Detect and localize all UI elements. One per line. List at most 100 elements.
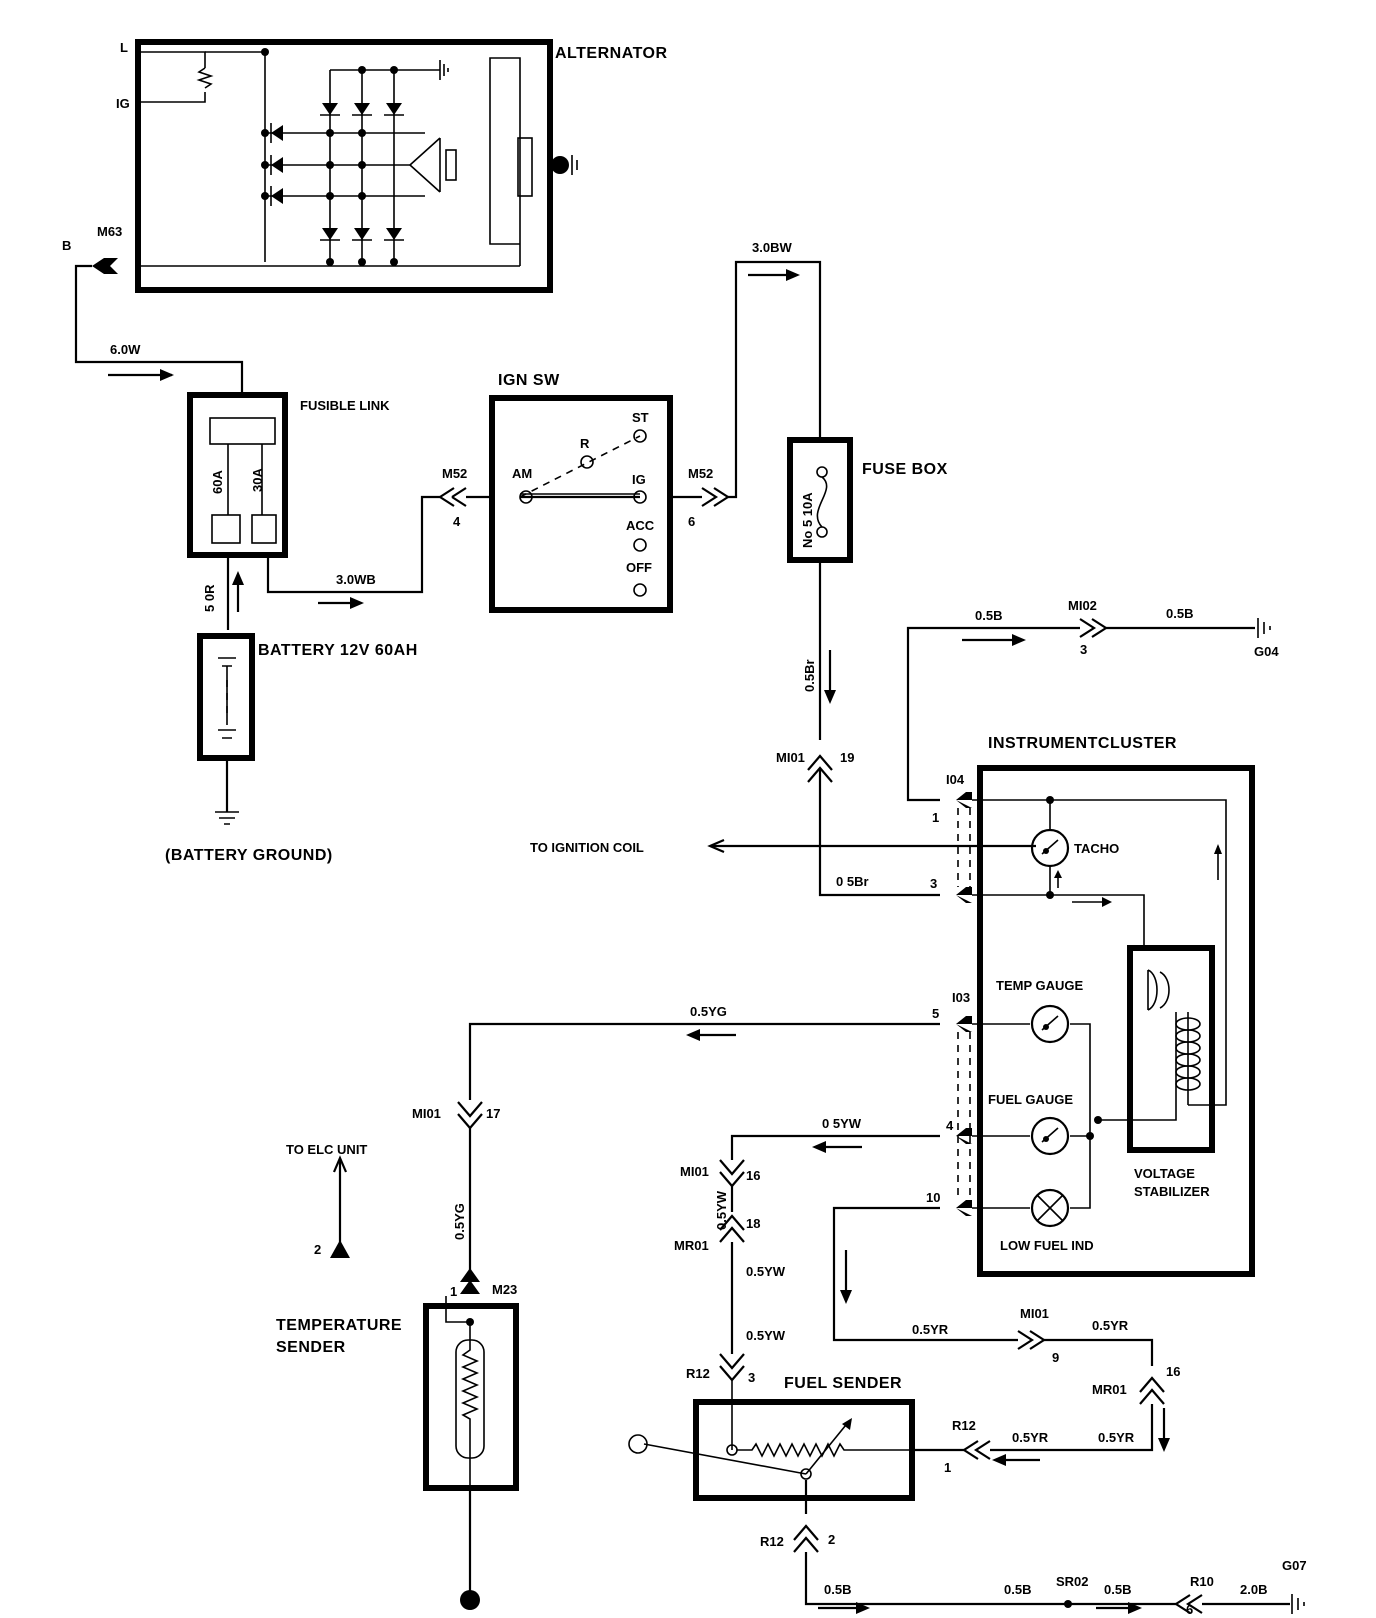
connector-m52-right: M52 (688, 466, 713, 481)
connector-r12-3: R12 (686, 1366, 710, 1381)
wire-0-5br-h: 0 5Br (836, 874, 869, 889)
to-ignition-coil: TO IGNITION COIL (530, 840, 644, 855)
diode-top-row (320, 103, 404, 116)
connector-r12-2-pin: 2 (828, 1532, 835, 1547)
connector-m52-left-pin: 4 (453, 514, 461, 529)
sw-ig: IG (632, 472, 646, 487)
voltage-stabilizer-1: VOLTAGE (1134, 1166, 1195, 1181)
connector-i03-pin10: 10 (926, 1190, 940, 1205)
low-fuel-ind-label: LOW FUEL IND (1000, 1238, 1094, 1253)
wire-2-0b: 2.0B (1240, 1582, 1267, 1597)
connector-r10: R10 (1190, 1574, 1214, 1589)
connector-r12-1: R12 (952, 1418, 976, 1433)
connector-m23-icon (460, 1268, 480, 1294)
temperature-sender: TEMPERATURE SENDER (276, 1296, 519, 1610)
connector-sr02: SR02 (1056, 1574, 1089, 1589)
connector-mi01-17-pin: 17 (486, 1106, 500, 1121)
wire-0-5b-e: 0.5B (1104, 1582, 1131, 1597)
connector-r12-3-pin: 3 (748, 1370, 755, 1385)
temp-gauge-label: TEMP GAUGE (996, 978, 1083, 993)
fuel-sender: FUEL SENDER (628, 1375, 915, 1501)
ground-g07: G07 (1282, 1558, 1307, 1573)
connector-r12-3-icon (719, 1353, 745, 1382)
sw-r: R (580, 436, 590, 451)
connector-mi01-9-pin: 9 (1052, 1350, 1059, 1365)
instrument-cluster: INSTRUMENTCLUSTER I04 1 3 TACHO VOLTAGE (926, 735, 1255, 1277)
alternator-label: ALTERNATOR (555, 45, 668, 62)
connector-elc-pin: 2 (314, 1242, 321, 1257)
temperature-sender-label-1: TEMPERATURE (276, 1317, 402, 1334)
wire-3-0bw: 3.0BW (752, 240, 792, 255)
connector-m23: M23 (492, 1282, 517, 1297)
connector-mi02-pin: 3 (1080, 642, 1087, 657)
connector-m63-icon (92, 258, 118, 274)
connector-mr01-16-icon (1139, 1376, 1165, 1405)
battery: BATTERY 12V 60AH (BATTERY GROUND) (165, 633, 418, 864)
connector-i04-pin3: 3 (930, 876, 937, 891)
battery-ground-label: (BATTERY GROUND) (165, 847, 333, 864)
fuse-box-label: FUSE BOX (862, 461, 948, 478)
connector-i04: I04 (946, 772, 965, 787)
sw-st: ST (632, 410, 649, 425)
connector-mr01-16-pin: 16 (1166, 1364, 1180, 1379)
connector-r10-icon (1173, 1594, 1203, 1614)
ign-sw-label: IGN SW (498, 372, 560, 389)
fuse-no-5: No 5 10A (800, 492, 815, 548)
alt-terminal-l: L (120, 40, 128, 55)
diode-bottom-row (320, 228, 404, 241)
connector-mr01-18-icon (719, 1214, 745, 1243)
alternator: L IG B ALTERNATOR M63 (62, 39, 668, 293)
instrument-cluster-label: INSTRUMENTCLUSTER (988, 735, 1177, 752)
connector-i04-pin1: 1 (932, 810, 939, 825)
wire-0-5yw-b: 0.5YW (746, 1328, 786, 1343)
fuse-box: No 5 10A FUSE BOX (787, 437, 948, 563)
wire-3-0wb: 3.0WB (336, 572, 376, 587)
fuse-60a: 60A (210, 470, 225, 494)
connector-mi01-16-icon (719, 1159, 745, 1188)
connector-r10-pin: 6 (1186, 1602, 1193, 1617)
wire-0-5yr-c: 0.5YR (1012, 1430, 1049, 1445)
ground-g04: G04 (1254, 644, 1279, 659)
sw-acc: ACC (626, 518, 655, 533)
connector-mi02: MI02 (1068, 598, 1097, 613)
alt-terminal-b: B (62, 238, 71, 253)
wire-0-5yw-a: 0.5YW (746, 1264, 786, 1279)
connector-r12-2: R12 (760, 1534, 784, 1549)
voltage-stabilizer-2: STABILIZER (1134, 1184, 1210, 1199)
connector-mi02-icon (1079, 618, 1109, 638)
connector-m63: M63 (97, 224, 122, 239)
wire-0-5b-a: 0.5B (975, 608, 1002, 623)
fuel-sender-label: FUEL SENDER (784, 1375, 902, 1392)
connector-m52-right-icon (701, 487, 731, 507)
wire-0-5b-b: 0.5B (1166, 606, 1193, 621)
temperature-sender-label-2: SENDER (276, 1339, 346, 1356)
to-elc-unit: TO ELC UNIT (286, 1142, 367, 1157)
connector-r12-1-icon (961, 1440, 991, 1460)
connector-mi01-9: MI01 (1020, 1306, 1049, 1321)
wire-0-5yr-d: 0.5YR (1098, 1430, 1135, 1445)
sw-off: OFF (626, 560, 652, 575)
wire-0-5b-d: 0.5B (1004, 1582, 1031, 1597)
connector-i03-pin4: 4 (946, 1118, 954, 1133)
connector-r12-2-icon (793, 1524, 819, 1553)
connector-mr01-16: MR01 (1092, 1382, 1127, 1397)
wire-0-5yr-a: 0.5YR (912, 1322, 949, 1337)
alt-terminal-ig: IG (116, 96, 130, 111)
temp-gauge-icon (1030, 1004, 1070, 1044)
connector-m23-pin: 1 (450, 1284, 457, 1299)
low-fuel-ind-icon (1030, 1188, 1070, 1228)
connector-mi01-16-pin: 16 (746, 1168, 760, 1183)
fuel-gauge-icon (1030, 1116, 1070, 1156)
sw-am: AM (512, 466, 532, 481)
connector-mi01-19-pin: 19 (840, 750, 854, 765)
wire-6-0w: 6.0W (110, 342, 141, 357)
connector-mi01-17: MI01 (412, 1106, 441, 1121)
battery-label: BATTERY 12V 60AH (258, 642, 418, 659)
wire-0-5b-c: 0.5B (824, 1582, 851, 1597)
connector-mr01-18: MR01 (674, 1238, 709, 1253)
ign-sw: IGN SW ST R AM IG ACC OFF (489, 372, 673, 613)
diode-left-column (270, 123, 283, 206)
connector-m52-left-icon (439, 487, 467, 507)
